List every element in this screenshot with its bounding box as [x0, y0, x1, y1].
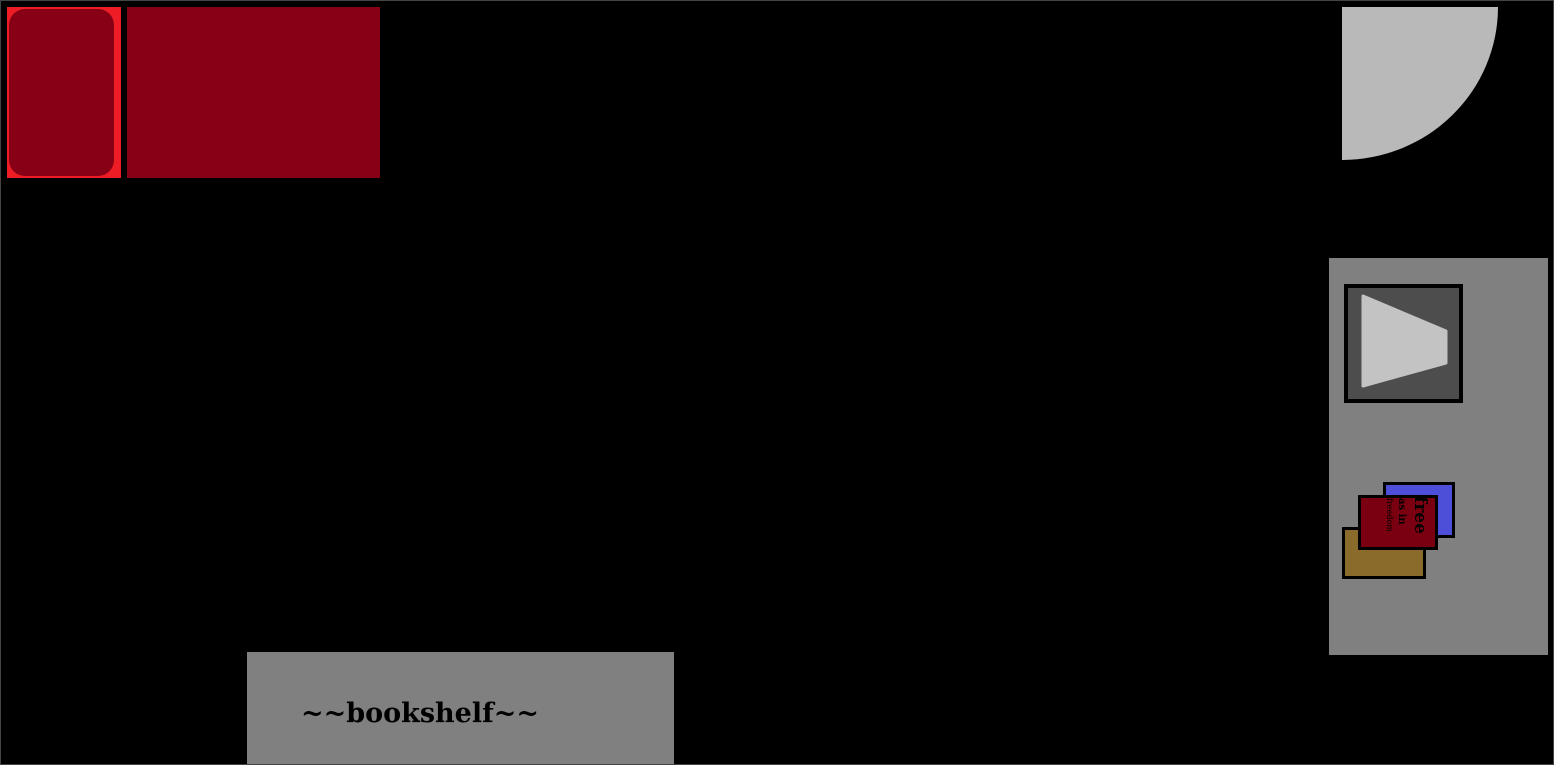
book-stack: free as in freedom	[1342, 482, 1457, 582]
book-subtitle: as in	[1396, 498, 1407, 525]
play-icon	[1361, 294, 1448, 388]
book-free-as-in-freedom[interactable]: free as in freedom	[1358, 495, 1438, 550]
computer-monitor[interactable]	[1344, 284, 1463, 403]
book-subtitle: freedom	[1385, 498, 1394, 532]
door[interactable]	[1342, 7, 1498, 160]
bed-blanket[interactable]	[127, 7, 380, 178]
book-title: free	[1410, 496, 1430, 534]
bookshelf[interactable]: ~~bookshelf~~	[247, 652, 674, 764]
bed[interactable]	[7, 7, 380, 178]
bookshelf-label: ~~bookshelf~~	[301, 698, 539, 729]
pillow[interactable]	[9, 9, 114, 176]
bed-headboard	[7, 7, 121, 178]
desk: free as in freedom	[1329, 258, 1548, 655]
